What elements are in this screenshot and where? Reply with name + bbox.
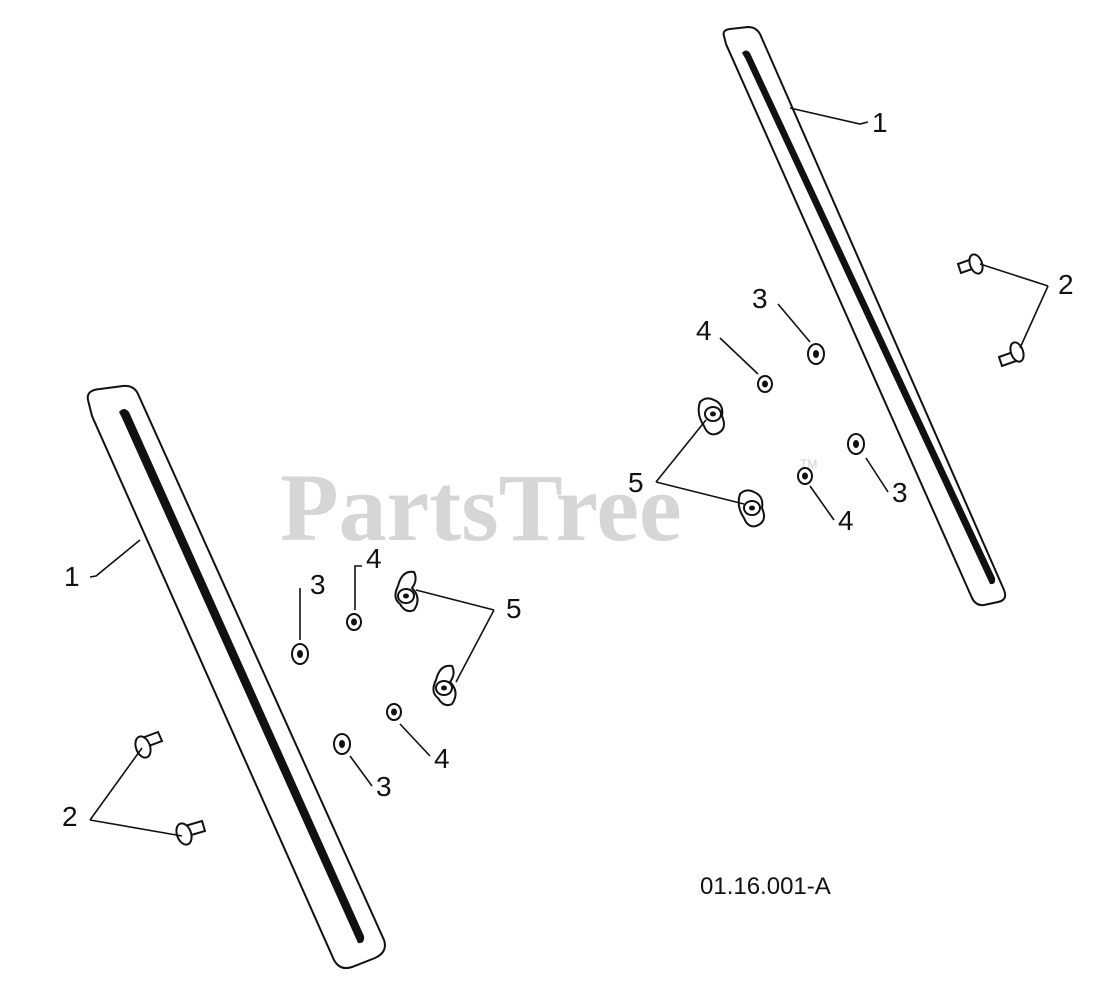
wing-nut-left-lower — [432, 664, 457, 707]
leader-lines — [89, 107, 1049, 837]
callout-rail-left: 1 — [64, 561, 80, 592]
washer-left-upper — [291, 643, 309, 665]
callout-nut-left-lower: 4 — [434, 743, 450, 774]
rail-right — [722, 25, 1007, 607]
callout-wingnuts-left: 5 — [506, 593, 522, 624]
wing-nut-left-upper — [394, 570, 419, 613]
nut-left-lower — [386, 703, 402, 721]
nut-right-upper — [757, 375, 773, 393]
watermark-text: PartsTree — [280, 454, 682, 561]
nut-left-upper — [346, 613, 362, 631]
callout-washer-left-upper: 3 — [310, 569, 326, 600]
callout-washer-right-upper: 3 — [752, 283, 768, 314]
callout-nut-left-upper: 4 — [366, 543, 382, 574]
bolt-right-upper — [956, 253, 984, 275]
callout-washer-left-lower: 3 — [376, 771, 392, 802]
callout-rail-right: 1 — [872, 107, 888, 138]
washer-right-upper — [807, 343, 825, 365]
nut-right-lower — [797, 467, 813, 485]
callout-bolts-right: 2 — [1058, 269, 1074, 300]
callout-washer-right-lower: 3 — [892, 477, 908, 508]
callout-nut-right-upper: 4 — [696, 315, 712, 346]
washer-right-lower — [847, 433, 865, 455]
washer-left-lower — [333, 733, 351, 755]
bolt-left-lower — [175, 819, 207, 846]
wing-nut-right-lower — [737, 489, 765, 528]
rail-left — [86, 384, 386, 970]
wing-nut-right-upper — [697, 397, 725, 436]
diagram-code: 01.16.001-A — [700, 873, 831, 900]
callout-bolts-left: 2 — [62, 801, 78, 832]
callout-wingnuts-right: 5 — [628, 467, 644, 498]
callout-nut-right-lower: 4 — [838, 505, 854, 536]
